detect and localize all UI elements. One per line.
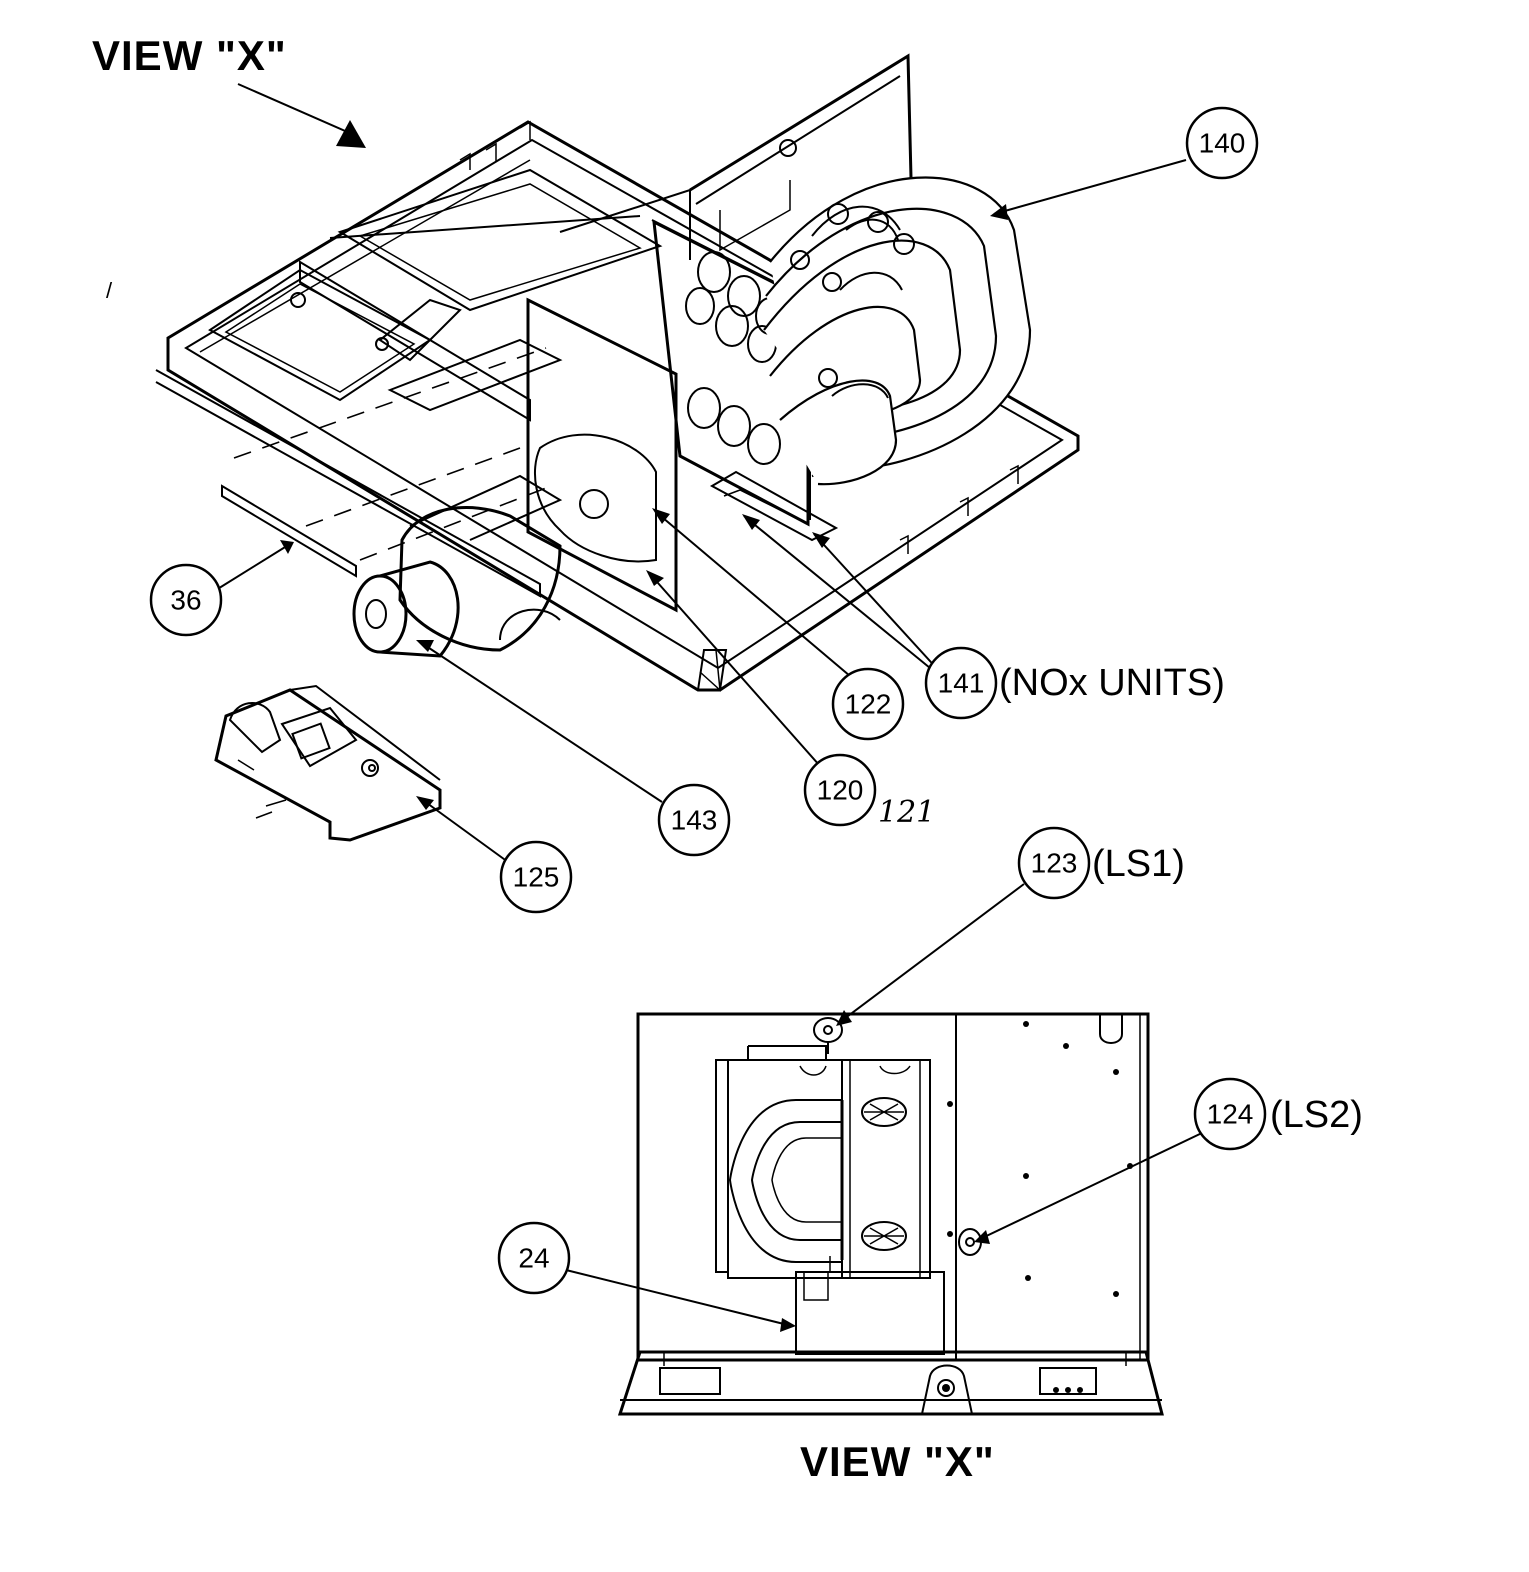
- svg-text:124: 124: [1207, 1099, 1254, 1130]
- callout-143: 143: [657, 783, 731, 857]
- callout-124: 124 (LS2): [1193, 1077, 1363, 1151]
- bottom-view-title: VIEW "X": [800, 1438, 995, 1485]
- furnace-assembly-drawing: [155, 53, 1080, 842]
- callout-140: 140: [1185, 106, 1259, 180]
- burner-ports: [861, 1097, 907, 1251]
- callout-123-suffix: (LS1): [1092, 843, 1185, 885]
- svg-text:141: 141: [938, 668, 985, 699]
- callout-124-suffix: (LS2): [1270, 1094, 1363, 1136]
- svg-text:143: 143: [671, 805, 718, 836]
- panel-screws: [947, 1021, 1133, 1297]
- stray-mark: /: [106, 278, 113, 303]
- heat-exchanger-tubes: [763, 176, 1032, 486]
- limit-switch-ls1: [813, 1017, 843, 1054]
- callout-125: 125: [499, 840, 573, 914]
- svg-text:120: 120: [817, 775, 864, 806]
- gas-valve-manifold: [214, 684, 442, 842]
- callout-24: 24: [497, 1221, 571, 1295]
- callout-leaders-top: [215, 159, 1187, 863]
- view-direction-arrow-icon: [237, 83, 366, 148]
- inducer-motor: [352, 474, 563, 658]
- callout-123: 123 (LS1): [1017, 826, 1185, 900]
- svg-text:140: 140: [1199, 128, 1246, 159]
- callout-122: 122: [831, 667, 905, 741]
- svg-text:123: 123: [1031, 848, 1078, 879]
- callout-leaders-bottom: [565, 883, 1205, 1332]
- callout-141-suffix: (NOx UNITS): [999, 662, 1225, 704]
- callout-120: 120: [803, 753, 877, 827]
- top-view-title: VIEW "X": [92, 32, 287, 79]
- svg-text:125: 125: [513, 862, 560, 893]
- handwritten-note: 121: [878, 795, 935, 830]
- svg-text:24: 24: [518, 1243, 549, 1274]
- exchanger-ports: [685, 251, 785, 465]
- svg-text:122: 122: [845, 689, 892, 720]
- callout-141: 141 (NOx UNITS): [924, 646, 1225, 720]
- view-x-elevation-drawing: [617, 1012, 1164, 1416]
- svg-text:36: 36: [170, 585, 201, 616]
- callout-36: 36: [149, 563, 223, 637]
